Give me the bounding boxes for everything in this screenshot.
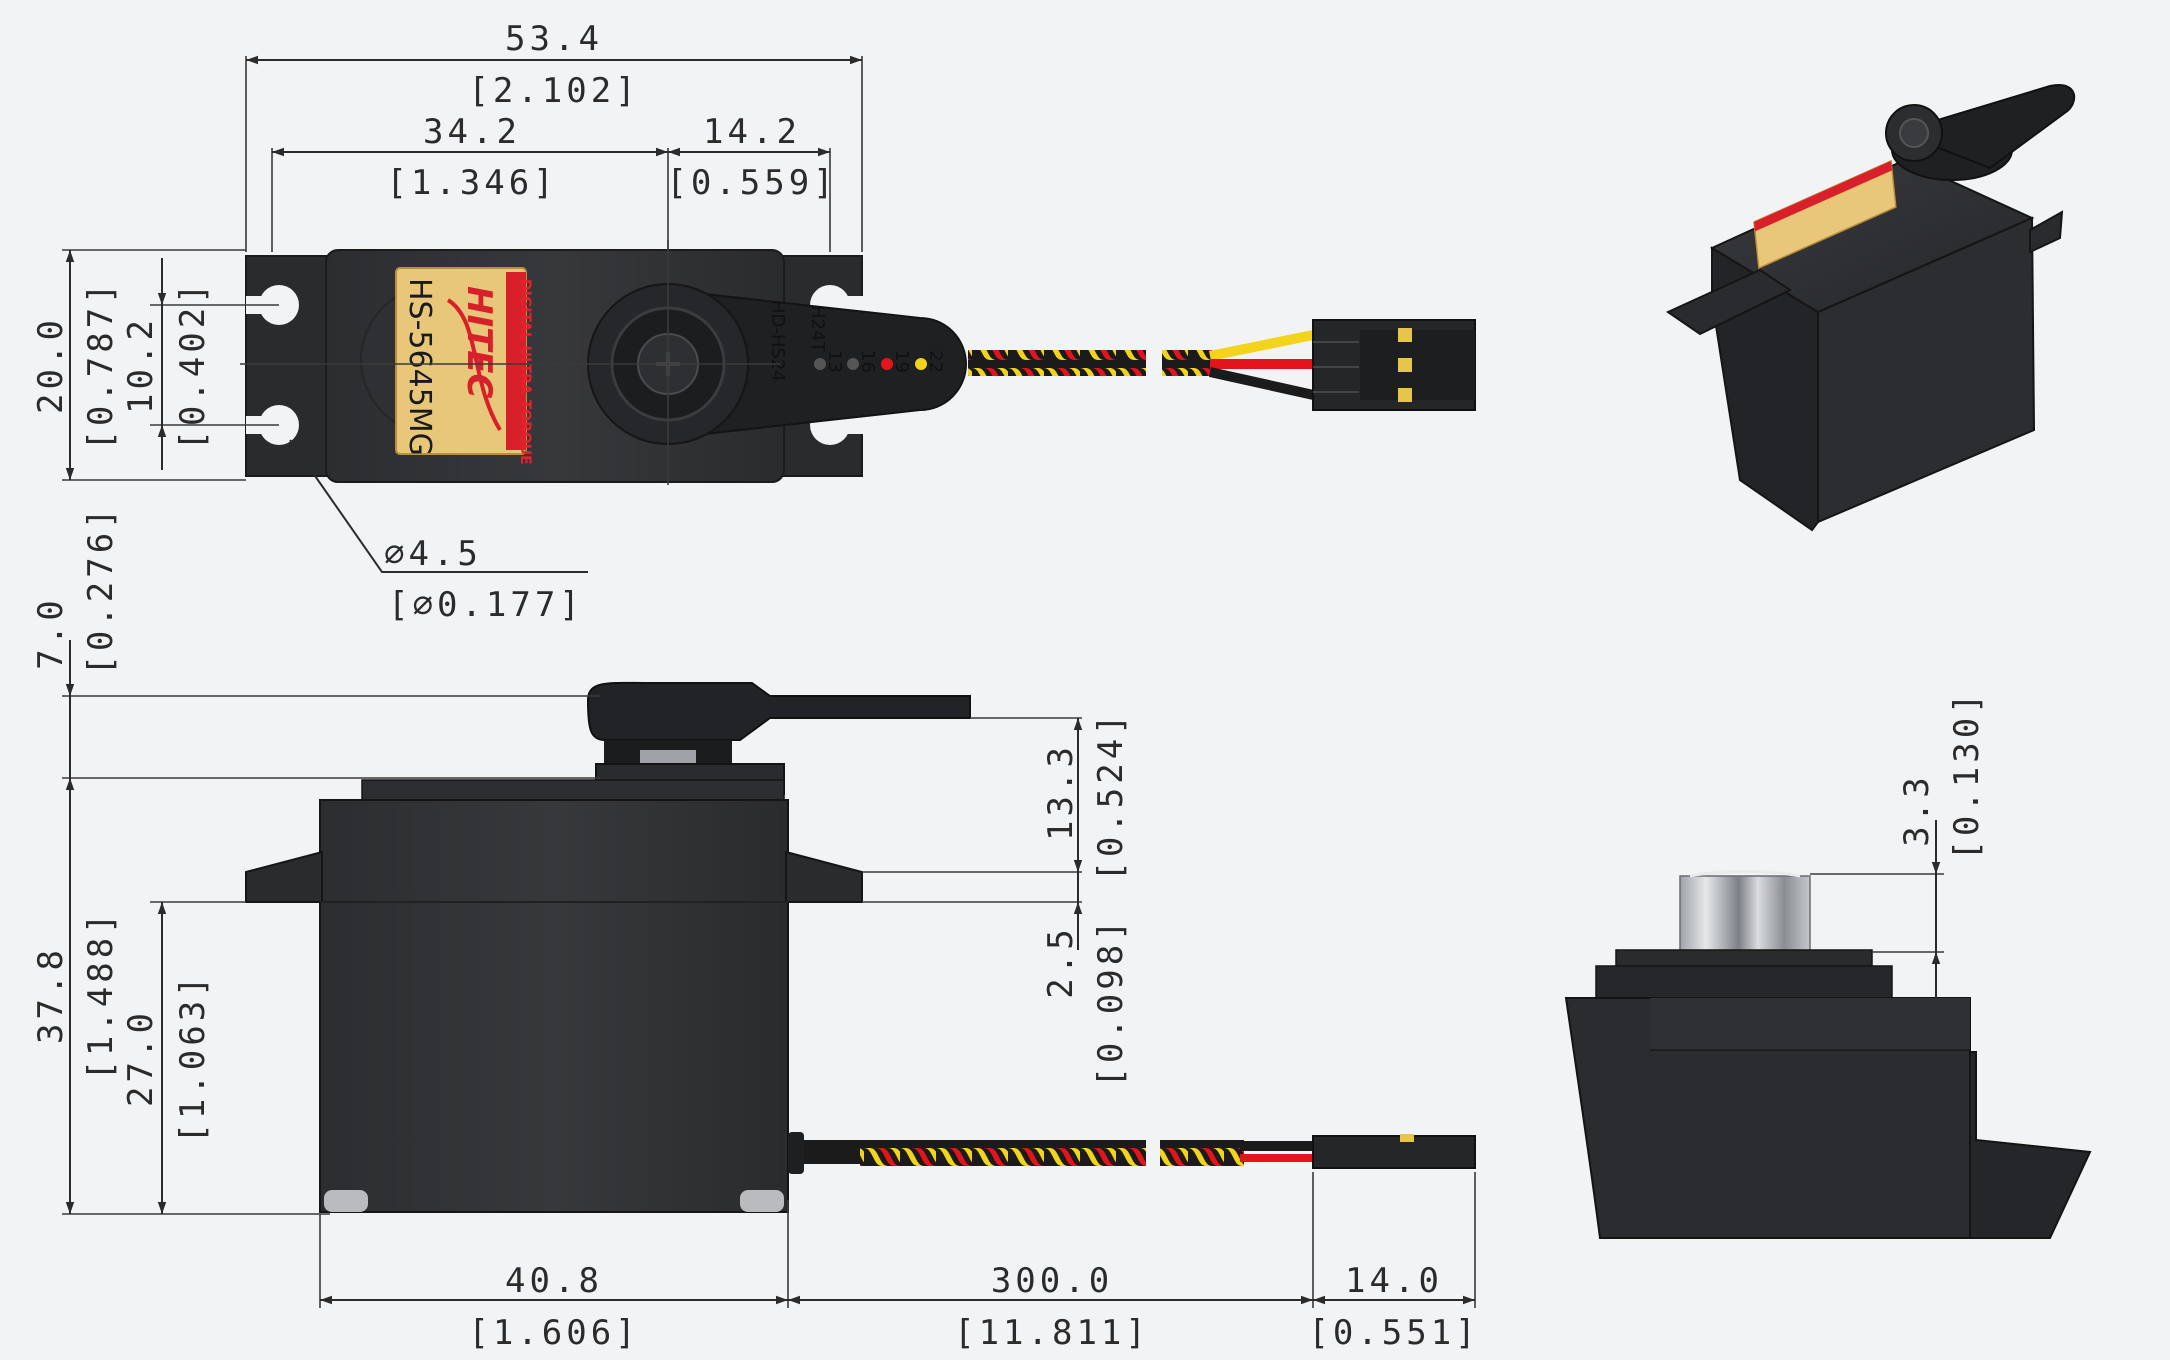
dim-flange-height: 27.0	[121, 1009, 161, 1107]
wire-twist-top	[968, 350, 1146, 376]
dim-hole-spacing: 10.2	[121, 316, 161, 414]
dim-case-length-in: [1.606]	[468, 1313, 639, 1353]
front-view	[245, 681, 1476, 1213]
dim-hole-diameter: ∅4.5	[384, 534, 482, 574]
iso-label	[1753, 159, 1897, 270]
horn-hole-19	[881, 358, 893, 370]
dim-shaft-to-hole: 14.2	[703, 112, 801, 152]
horn-hole-label-19: 19	[891, 350, 912, 373]
horn-model-text: HD-HS24	[767, 300, 788, 382]
dim-top-to-flange-in: [0.524]	[1091, 710, 1131, 881]
side-view	[1564, 870, 2092, 1239]
side-spline	[1679, 875, 1811, 953]
top-view: DIGITAL ULTRA TORQUE HITEC HS-5645MG HD-…	[240, 240, 1476, 485]
dimension-labels: 53.4 [2.102] 34.2 [1.346] 14.2 [0.559] 2…	[31, 19, 1987, 1353]
dim-overall-width: 53.4	[505, 19, 603, 59]
dim-top-to-flange: 13.3	[1041, 743, 1081, 841]
dim-connector-length: 14.0	[1345, 1261, 1443, 1301]
connector-front	[1312, 1135, 1476, 1169]
dim-hole-to-shaft: 34.2	[423, 112, 521, 152]
dim-hole-to-shaft-in: [1.346]	[386, 163, 557, 203]
dimension-lines	[62, 55, 1944, 1308]
wire-twist-front	[860, 1140, 1146, 1166]
dim-flange-thickness-in: [0.098]	[1091, 916, 1131, 1087]
product-label: DIGITAL ULTRA TORQUE HITEC HS-5645MG	[395, 267, 533, 465]
dim-spline-height: 3.3	[1897, 773, 1937, 846]
dim-flange-height-in: [1.063]	[173, 972, 213, 1143]
dim-flange-thickness: 2.5	[1041, 925, 1081, 998]
horn-hole-13	[814, 358, 826, 370]
dim-cable-length-in: [11.811]	[954, 1313, 1150, 1353]
dim-hole-diameter-in: [∅0.177]	[388, 585, 584, 625]
horn-hole-22	[915, 358, 927, 370]
front-spline	[640, 750, 696, 764]
front-flange-left	[245, 850, 323, 903]
wire-fan-top	[1208, 329, 1320, 401]
dim-spline-height-in: [0.130]	[1947, 689, 1987, 860]
dim-case-length: 40.8	[505, 1261, 603, 1301]
label-tagline: DIGITAL ULTRA TORQUE	[517, 279, 533, 465]
horn-hole-label-22: 22	[925, 350, 946, 373]
horn-hole-16	[847, 358, 859, 370]
horn-hole-label-13: 13	[824, 350, 845, 373]
side-case	[1564, 997, 1971, 1239]
dim-overall-depth-in: [0.787]	[81, 279, 121, 450]
iso-horn	[1894, 84, 2076, 170]
dim-horn-height: 7.0	[31, 596, 71, 669]
front-horn	[586, 681, 971, 741]
label-brand: HITEC	[459, 286, 499, 399]
isometric-view	[1665, 84, 2076, 532]
dim-connector-length-in: [0.551]	[1308, 1313, 1479, 1353]
dim-horn-height-in: [0.276]	[81, 504, 121, 675]
horn-spline-text: H24T	[807, 305, 828, 353]
label-model: HS-5645MG	[402, 278, 437, 456]
dim-hole-spacing-in: [0.402]	[173, 279, 213, 450]
dim-overall-depth: 20.0	[31, 316, 71, 414]
horn-hole-label-16: 16	[857, 350, 878, 373]
dim-shaft-to-hole-in: [0.559]	[666, 163, 837, 203]
iso-flange	[1665, 268, 1793, 336]
dim-overall-width-in: [2.102]	[468, 71, 639, 111]
front-case	[319, 799, 789, 1213]
dim-case-height-in: [1.488]	[81, 909, 121, 1080]
dim-cable-length: 300.0	[991, 1261, 1113, 1301]
dim-case-height: 37.8	[31, 946, 71, 1044]
front-flange-right	[785, 850, 863, 903]
